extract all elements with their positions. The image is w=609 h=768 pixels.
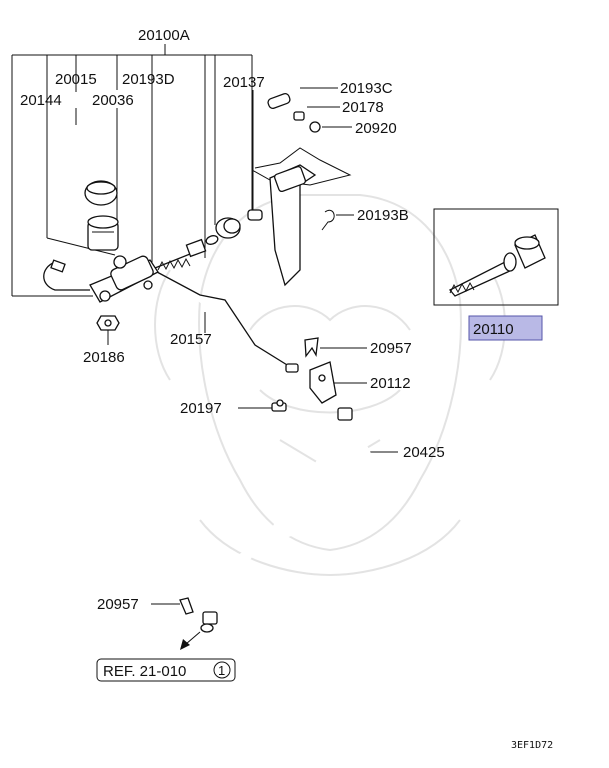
label-20110[interactable]: 20110 [473, 321, 514, 338]
leader-lines [75, 87, 398, 605]
assembly-bracket [11, 44, 253, 297]
label-20144[interactable]: 20144 [20, 92, 62, 109]
bracket-clip-bottom-part [179, 597, 194, 615]
reservoir-part [87, 215, 119, 251]
inset-kit-box [433, 208, 559, 306]
label-20100A[interactable]: 20100A [138, 27, 190, 44]
pushrod-part [154, 235, 219, 271]
reservoir-cap-part [84, 180, 118, 206]
label-20178[interactable]: 20178 [342, 99, 384, 116]
nut-part [96, 315, 120, 331]
label-20157[interactable]: 20157 [170, 331, 212, 348]
mount-bracket-part [309, 361, 337, 404]
label-20015[interactable]: 20015 [55, 71, 97, 88]
bushing-part [293, 111, 305, 121]
part-highlight [468, 315, 543, 341]
reference-text: REF. 21-010 [103, 663, 186, 680]
label-20112[interactable]: 20112 [370, 375, 411, 392]
label-20137[interactable]: 20137 [223, 74, 265, 91]
label-20193B[interactable]: 20193B [357, 207, 409, 224]
reference-circled-number: 1 [218, 663, 225, 678]
label-20920[interactable]: 20920 [355, 120, 397, 137]
boot-part [215, 209, 263, 239]
label-20425[interactable]: 20425 [403, 444, 445, 461]
hose-part [200, 407, 375, 633]
direction-arrow-icon [180, 631, 201, 650]
label-20957-top[interactable]: 20957 [370, 340, 412, 357]
pin-part [267, 93, 291, 109]
diagram-code: 3EF1D72 [511, 740, 553, 751]
label-20197[interactable]: 20197 [180, 400, 222, 417]
reference-box[interactable]: REF. 21-010 1 [96, 658, 236, 682]
pipe-part [156, 271, 299, 373]
pedal-part [269, 164, 317, 287]
snap-pin-part [321, 209, 335, 231]
label-20036[interactable]: 20036 [92, 92, 134, 109]
label-20193D[interactable]: 20193D [122, 71, 175, 88]
master-cylinder-part [43, 255, 159, 303]
bleeder-part [271, 399, 287, 412]
clip-part [309, 121, 321, 133]
bracket-clip-top-part [304, 337, 319, 358]
label-20193C[interactable]: 20193C [340, 80, 393, 97]
label-20957-bottom[interactable]: 20957 [97, 596, 139, 613]
label-20186[interactable]: 20186 [83, 349, 125, 366]
